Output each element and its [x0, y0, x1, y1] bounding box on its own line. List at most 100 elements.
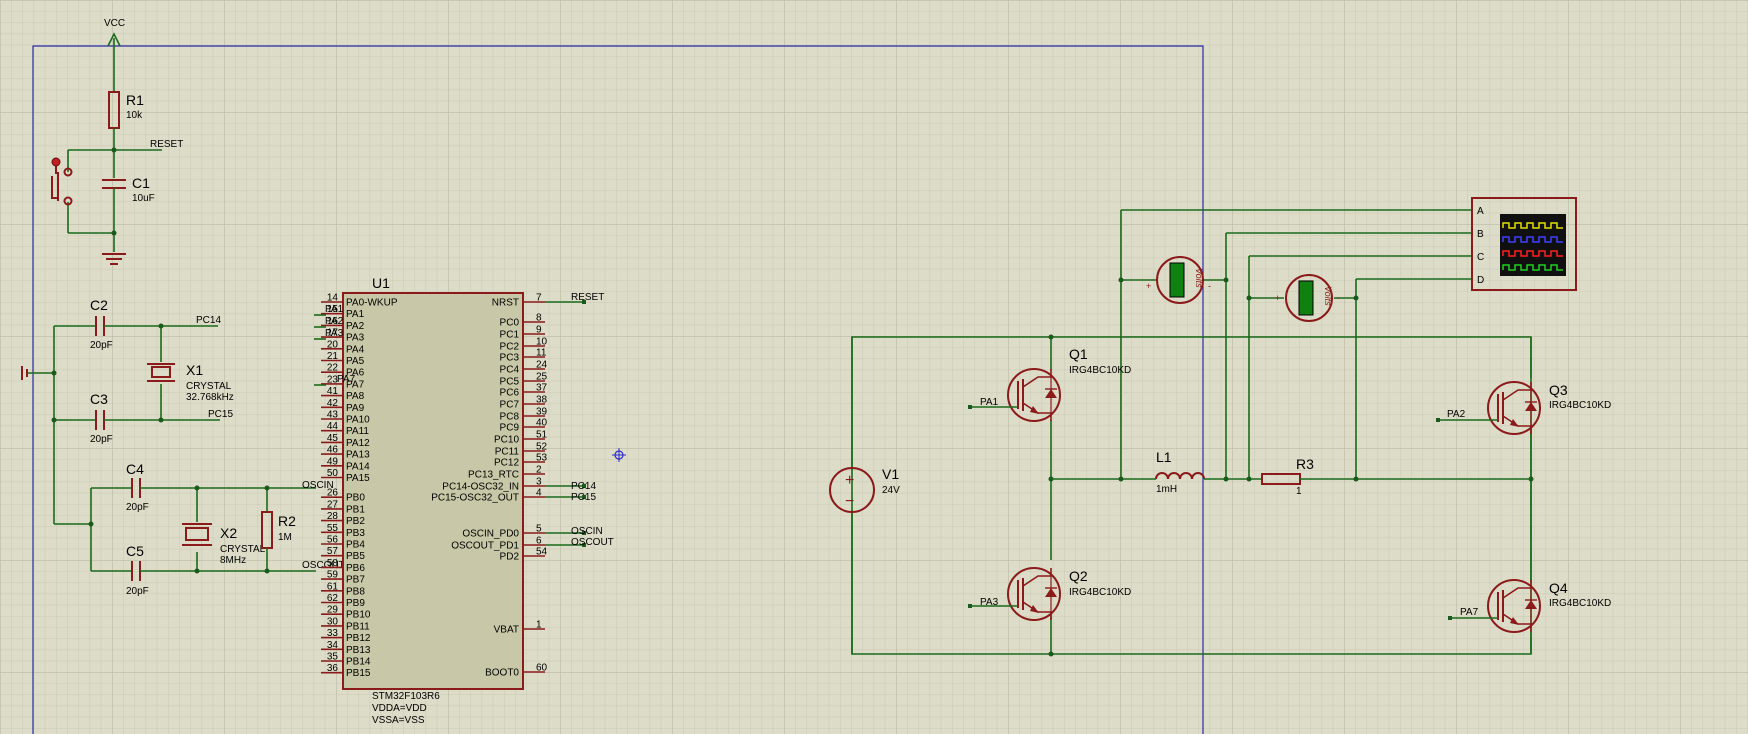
u1-pin-pb7: PB7 — [346, 575, 365, 586]
x2-ref: X2 — [220, 525, 237, 541]
u1-pin-number: 58 — [327, 558, 339, 569]
voltmeter-1-label: Volts — [1194, 268, 1204, 288]
rtc-oscillator: C2 20pF PC14 C3 20pF PC15 X1 CRYSTAL 32.… — [21, 297, 234, 524]
u1-pin-pb10: PB10 — [346, 610, 371, 621]
scope-trace-2 — [1502, 236, 1563, 243]
x2-crystal[interactable] — [185, 527, 209, 541]
u1-pin-number: 56 — [327, 535, 339, 546]
q2-gate-net: PA3 — [980, 597, 999, 608]
voltmeter-2-label: Volts — [1323, 286, 1333, 306]
u1-pin-number: 55 — [327, 523, 339, 534]
q1-ref: Q1 — [1069, 346, 1088, 362]
u1-pin-number: 3 — [536, 477, 542, 488]
q2-ref: Q2 — [1069, 568, 1088, 584]
q1-value: IRG4BC10KD — [1069, 365, 1131, 376]
sheet-border — [32, 45, 1204, 734]
u1-pin-number: 1 — [536, 620, 542, 631]
u1-pin-number: 39 — [536, 407, 548, 418]
r1-ref: R1 — [126, 92, 144, 108]
pa1-net-u1: PA1 — [325, 304, 344, 315]
u1-pin-pc1: PC1 — [500, 330, 520, 341]
u1-pin-pb13: PB13 — [346, 645, 371, 656]
q3-value: IRG4BC10KD — [1549, 400, 1611, 411]
q3-ref: Q3 — [1549, 382, 1568, 398]
u1-pin-number: 57 — [327, 546, 339, 557]
u1-pin-pc0: PC0 — [500, 318, 520, 329]
u1-net-labels: PA1 PA2 PA3 PA7 RESET PC14 PC15 OSCIN OS… — [314, 292, 614, 548]
reset-pushbutton[interactable] — [51, 166, 59, 201]
u1-pin-pa3: PA3 — [346, 333, 365, 344]
u1-pin-number: 49 — [327, 456, 339, 467]
q1-igbt[interactable] — [968, 368, 1061, 422]
u1-pin-number: 14 — [327, 293, 339, 304]
x1-value: 32.768kHz — [186, 392, 234, 403]
u1-pin-pb1: PB1 — [346, 504, 365, 515]
q4-value: IRG4BC10KD — [1549, 598, 1611, 609]
x1-ref: X1 — [186, 362, 203, 378]
l1-inductor[interactable] — [1155, 472, 1205, 480]
u1-pin-number: 30 — [327, 616, 339, 627]
v1-ref: V1 — [882, 466, 899, 482]
u1-pin-number: 42 — [327, 398, 339, 409]
voltmeter-1[interactable]: Volts + - — [1146, 256, 1211, 304]
scope-channel-d: D — [1477, 275, 1484, 286]
u1-pin-number: 20 — [327, 339, 339, 350]
c1-value: 10uF — [132, 193, 155, 204]
q4-igbt[interactable] — [1448, 579, 1541, 633]
u1-pin-number: 7 — [536, 293, 542, 304]
q2-igbt[interactable] — [968, 567, 1061, 621]
c2-ref: C2 — [90, 297, 108, 313]
scope-channel-a: A — [1477, 206, 1484, 217]
hse-oscillator: C4 20pF OSCIN C5 20pF OSCOUT X2 CRYSTAL … — [54, 461, 345, 597]
u1-pin-number: 17 — [327, 328, 339, 339]
l1-ref: L1 — [1156, 449, 1172, 465]
u1-pin-number: 36 — [327, 663, 339, 674]
scope-trace-1 — [1502, 222, 1563, 229]
u1-pin-number: 51 — [536, 430, 548, 441]
u1-pin-number: 15 — [327, 304, 339, 315]
scope-trace-3 — [1502, 250, 1563, 257]
u1-pin-number: 62 — [327, 593, 339, 604]
u1-pin-number: 59 — [327, 570, 339, 581]
u1-pin-pc9: PC9 — [500, 423, 520, 434]
u1-pin-number: 53 — [536, 453, 548, 464]
oscilloscope[interactable]: A B C D — [1471, 197, 1577, 291]
u1-pin-pc12: PC12 — [494, 458, 519, 469]
q3-igbt[interactable] — [1436, 381, 1541, 435]
u1-pin-number: 52 — [536, 442, 548, 453]
x1-type: CRYSTAL — [186, 381, 232, 392]
voltmeter-1-plus: + — [1146, 281, 1151, 291]
u1-pin-number: 50 — [327, 468, 339, 479]
u1-pin-number: 54 — [536, 547, 548, 558]
u1-pin-number: 46 — [327, 445, 339, 456]
u1-pin-pa2: PA2 — [346, 321, 365, 332]
u1-pin-pa1: PA1 — [346, 309, 365, 320]
v1-minus: − — [845, 493, 854, 510]
u1-pin-number: 5 — [536, 524, 542, 535]
u1-pin-pc13_rtc: PC13_RTC — [468, 470, 519, 481]
u1-pin-number: 9 — [536, 325, 542, 336]
r3-ref: R3 — [1296, 456, 1314, 472]
r2-ref: R2 — [278, 513, 296, 529]
u1-pin-number: 34 — [327, 640, 339, 651]
u1-pin-number: 23 — [327, 374, 339, 385]
oscout-net-u1: OSCOUT — [571, 537, 614, 548]
pa3-net-u1: PA3 — [325, 328, 344, 339]
u1-pin-number: 16 — [327, 316, 339, 327]
u1-pin-number: 60 — [536, 663, 548, 674]
voltmeter-2[interactable]: Volts + - — [1275, 274, 1340, 322]
u1-pin-number: 10 — [536, 337, 548, 348]
scope-channel-c: C — [1477, 252, 1484, 263]
x1-crystal[interactable] — [151, 366, 171, 378]
u1-pin-number: 2 — [536, 465, 542, 476]
oscout-net-left: OSCOUT — [302, 560, 345, 571]
v1-source[interactable] — [829, 467, 875, 513]
u1-note-1: VDDA=VDD — [372, 703, 427, 714]
u1-stm32-microcontroller[interactable]: U1 PA0-WKUP14PA115PA216PA317PA420PA521PA… — [321, 275, 586, 726]
u1-pin-pa15: PA15 — [346, 473, 370, 484]
u1-pin-pb12: PB12 — [346, 633, 371, 644]
pushbutton-actuator-icon[interactable] — [51, 157, 61, 167]
u1-pin-nrst: NRST — [492, 298, 519, 309]
pa2-net-u1: PA2 — [325, 316, 344, 327]
